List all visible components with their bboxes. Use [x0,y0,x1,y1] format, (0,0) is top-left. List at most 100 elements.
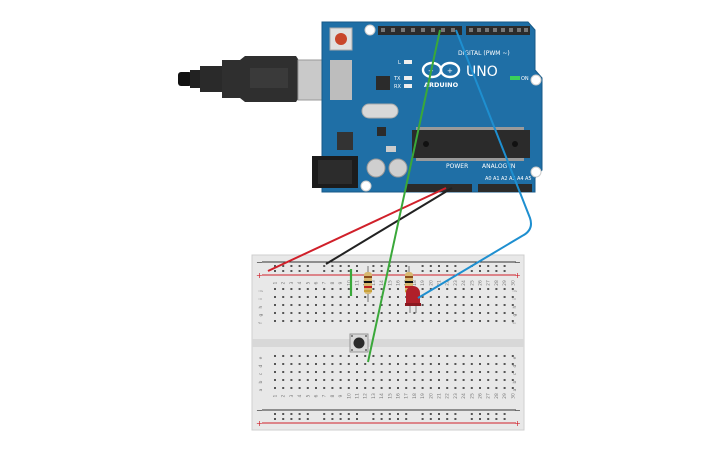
rail-hole[interactable] [487,265,490,267]
terminal-hole[interactable] [429,387,432,389]
terminal-hole[interactable] [421,371,424,373]
terminal-hole[interactable] [421,387,424,389]
terminal-hole[interactable] [511,320,514,322]
rail-hole[interactable] [421,265,424,267]
rail-hole[interactable] [446,265,449,267]
terminal-hole[interactable] [421,379,424,381]
terminal-hole[interactable] [446,296,449,298]
terminal-hole[interactable] [462,355,465,357]
terminal-hole[interactable] [503,288,506,290]
rail-hole[interactable] [380,265,383,267]
terminal-hole[interactable] [380,288,383,290]
terminal-hole[interactable] [331,363,334,365]
terminal-hole[interactable] [438,288,440,290]
terminal-hole[interactable] [421,288,424,290]
rail-hole[interactable] [372,413,375,415]
terminal-hole[interactable] [290,288,293,290]
rail-hole[interactable] [495,418,498,420]
terminal-hole[interactable] [495,363,498,365]
terminal-hole[interactable] [397,320,399,322]
rail-hole[interactable] [487,270,490,272]
terminal-hole[interactable] [347,379,350,381]
terminal-hole[interactable] [306,363,309,365]
terminal-hole[interactable] [380,387,383,389]
rail-hole[interactable] [388,418,391,420]
terminal-hole[interactable] [372,379,375,381]
terminal-hole[interactable] [331,312,334,314]
terminal-hole[interactable] [347,296,350,298]
terminal-hole[interactable] [290,379,293,381]
rail-hole[interactable] [438,265,440,267]
terminal-hole[interactable] [503,379,506,381]
terminal-hole[interactable] [380,363,383,365]
rail-hole[interactable] [479,265,481,267]
terminal-hole[interactable] [282,320,285,322]
terminal-hole[interactable] [372,296,375,298]
arduino-uno-board[interactable]: DIGITAL (PWM ~) − + UNO ARDUINO L TX RX … [312,21,543,193]
terminal-hole[interactable] [470,296,473,298]
terminal-hole[interactable] [282,312,285,314]
terminal-hole[interactable] [306,296,309,298]
terminal-hole[interactable] [274,296,276,298]
rail-hole[interactable] [454,413,457,415]
terminal-hole[interactable] [421,320,424,322]
terminal-hole[interactable] [388,296,391,298]
terminal-hole[interactable] [405,387,408,389]
rail-hole[interactable] [503,270,506,272]
terminal-hole[interactable] [290,387,293,389]
terminal-hole[interactable] [347,355,350,357]
terminal-hole[interactable] [462,296,465,298]
terminal-hole[interactable] [315,320,317,322]
terminal-hole[interactable] [347,371,350,373]
terminal-hole[interactable] [462,288,465,290]
terminal-hole[interactable] [511,296,514,298]
terminal-hole[interactable] [446,379,449,381]
terminal-hole[interactable] [454,379,457,381]
terminal-hole[interactable] [298,296,301,298]
terminal-hole[interactable] [495,379,498,381]
terminal-hole[interactable] [380,379,383,381]
terminal-hole[interactable] [470,387,473,389]
terminal-hole[interactable] [470,379,473,381]
rail-hole[interactable] [380,413,383,415]
terminal-hole[interactable] [298,363,301,365]
terminal-hole[interactable] [347,304,350,306]
rail-hole[interactable] [495,265,498,267]
rail-hole[interactable] [446,413,449,415]
terminal-hole[interactable] [290,320,293,322]
terminal-hole[interactable] [479,363,481,365]
breadboard[interactable]: − + − + − + − + 112233445566778899101011… [251,254,525,431]
terminal-hole[interactable] [372,363,375,365]
terminal-hole[interactable] [298,320,301,322]
terminal-hole[interactable] [364,371,367,373]
terminal-hole[interactable] [454,371,457,373]
terminal-hole[interactable] [479,371,481,373]
rail-hole[interactable] [290,418,293,420]
terminal-hole[interactable] [413,355,416,357]
terminal-hole[interactable] [405,371,408,373]
rail-hole[interactable] [274,265,276,267]
terminal-hole[interactable] [495,387,498,389]
terminal-hole[interactable] [429,304,432,306]
terminal-hole[interactable] [306,379,309,381]
terminal-hole[interactable] [388,363,391,365]
terminal-hole[interactable] [339,288,342,290]
terminal-hole[interactable] [446,355,449,357]
rail-hole[interactable] [282,265,285,267]
terminal-hole[interactable] [372,288,375,290]
terminal-hole[interactable] [347,312,350,314]
terminal-hole[interactable] [438,363,440,365]
terminal-hole[interactable] [388,379,391,381]
terminal-hole[interactable] [356,387,358,389]
terminal-hole[interactable] [339,296,342,298]
terminal-hole[interactable] [306,320,309,322]
terminal-hole[interactable] [323,296,326,298]
rail-hole[interactable] [356,265,358,267]
rail-hole[interactable] [397,270,399,272]
rail-hole[interactable] [339,265,342,267]
terminal-hole[interactable] [470,355,473,357]
rail-hole[interactable] [479,270,481,272]
terminal-hole[interactable] [470,363,473,365]
terminal-hole[interactable] [454,304,457,306]
